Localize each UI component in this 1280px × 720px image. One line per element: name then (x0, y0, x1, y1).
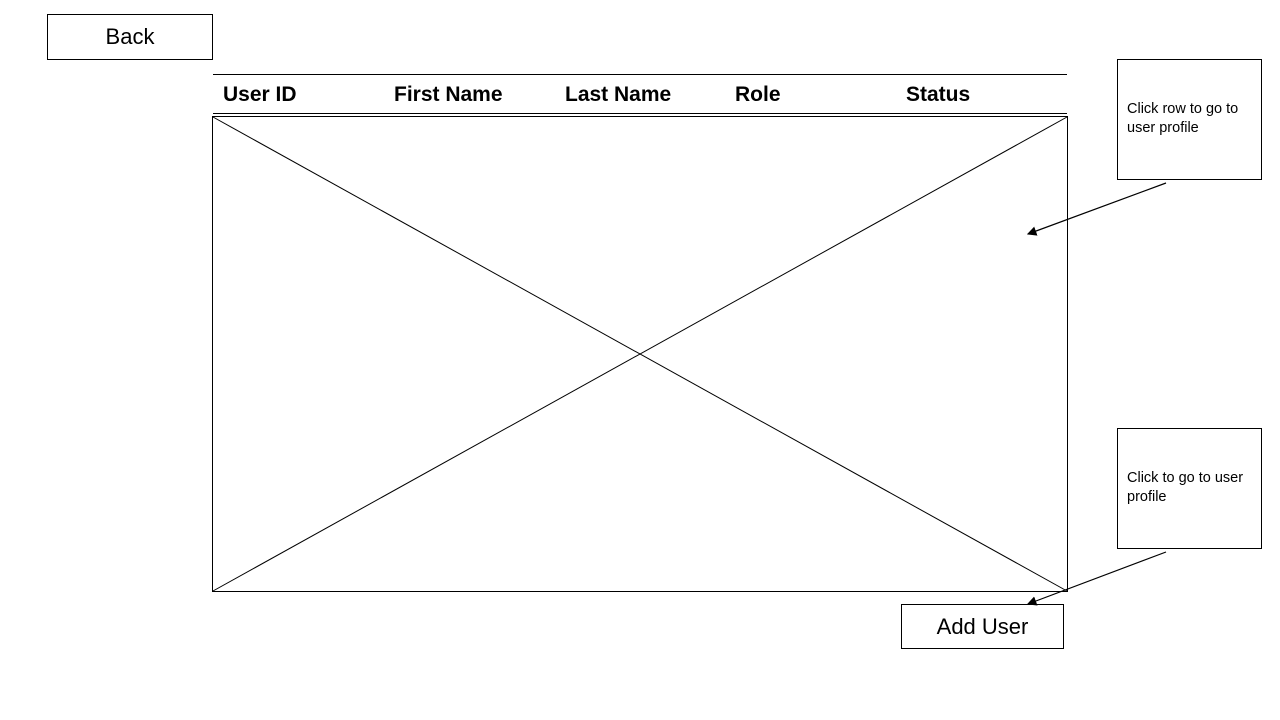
row-click-annotation: Click row to go to user profile (1117, 59, 1262, 180)
add-user-button[interactable]: Add User (901, 604, 1064, 649)
back-button[interactable]: Back (47, 14, 213, 60)
column-header-first-name: First Name (394, 83, 503, 106)
column-header-last-name: Last Name (565, 83, 672, 106)
column-header-role: Role (735, 83, 781, 106)
table-header-top-rule (213, 74, 1067, 75)
table-header-bottom-rule (213, 113, 1067, 114)
column-header-user-id: User ID (223, 83, 297, 106)
add-user-annotation: Click to go to user profile (1117, 428, 1262, 549)
column-header-status: Status (906, 83, 971, 106)
user-table-rows-placeholder[interactable] (212, 116, 1068, 592)
image-placeholder-icon (212, 116, 1068, 592)
row-click-annotation-text: Click row to go to user profile (1127, 101, 1239, 136)
add-user-annotation-text: Click to go to user profile (1127, 470, 1244, 505)
